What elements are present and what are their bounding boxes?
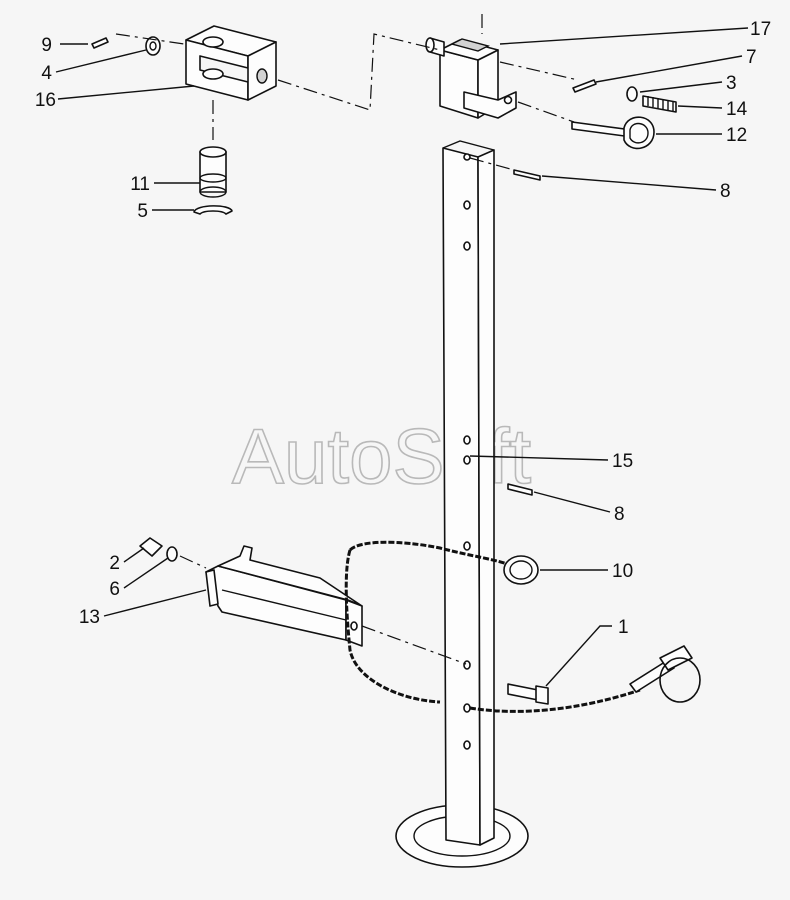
washer-3 bbox=[626, 86, 638, 102]
callout-12: 12 bbox=[726, 125, 747, 146]
callout-11: 11 bbox=[130, 174, 150, 195]
leader-7 bbox=[595, 55, 743, 83]
sleeve-stub-end bbox=[425, 37, 435, 53]
sleeve-ear-hole bbox=[503, 95, 513, 105]
quick-pin-ring bbox=[659, 657, 701, 703]
pin-11-top bbox=[199, 146, 227, 158]
bracket-hole bbox=[350, 621, 358, 631]
callout-7: 7 bbox=[746, 47, 757, 68]
post-hole bbox=[463, 541, 471, 551]
leader-15 bbox=[469, 455, 609, 461]
clevis-lower-hole bbox=[202, 68, 224, 80]
sleeve-opening bbox=[450, 38, 490, 52]
post-hole bbox=[463, 435, 471, 445]
washer-4 bbox=[145, 36, 161, 56]
chain-10 bbox=[344, 540, 539, 704]
axis-line bbox=[499, 61, 579, 81]
callout-8-upper: 8 bbox=[720, 181, 731, 202]
leader-1 bbox=[545, 625, 612, 687]
leader-13 bbox=[103, 589, 207, 617]
bolt-1-shank bbox=[507, 683, 539, 701]
axis-line bbox=[115, 33, 185, 45]
pin-11-bottom bbox=[199, 186, 227, 198]
pin-8-lower bbox=[507, 483, 533, 496]
callout-8-lower: 8 bbox=[614, 504, 625, 525]
leader-6 bbox=[123, 557, 169, 589]
clevis-block bbox=[185, 25, 277, 101]
washer-4-hole bbox=[149, 41, 157, 51]
post-hole bbox=[463, 153, 471, 161]
chain-left-run bbox=[344, 549, 441, 704]
callout-13: 13 bbox=[79, 607, 100, 628]
callout-3: 3 bbox=[726, 73, 737, 94]
post-hole bbox=[463, 200, 471, 210]
axis-line bbox=[361, 625, 467, 665]
post-hole bbox=[463, 241, 471, 251]
leader-16 bbox=[57, 85, 195, 100]
spring-14-coils bbox=[647, 96, 674, 111]
nut-2 bbox=[139, 537, 163, 557]
lock-pin-12-handle-inner bbox=[629, 122, 649, 144]
lock-pin-12-handle bbox=[623, 116, 655, 150]
axis-line bbox=[179, 555, 207, 569]
bracket-tab bbox=[205, 569, 219, 607]
leader-2 bbox=[123, 547, 145, 563]
chain-ring bbox=[503, 555, 539, 585]
callout-4: 4 bbox=[41, 63, 52, 84]
callout-9: 9 bbox=[41, 35, 52, 56]
axis-line bbox=[277, 33, 441, 111]
retaining-ring-5 bbox=[193, 205, 233, 215]
callout-6: 6 bbox=[109, 579, 120, 600]
post-side-face bbox=[477, 149, 495, 846]
leader-3 bbox=[639, 81, 723, 93]
callout-10: 10 bbox=[612, 561, 633, 582]
top-sleeve-bracket bbox=[425, 14, 517, 119]
callout-1: 1 bbox=[618, 617, 629, 638]
chain-upper-run bbox=[348, 540, 513, 568]
callout-15: 15 bbox=[612, 451, 633, 472]
support-post bbox=[395, 140, 529, 868]
bracket-crease bbox=[221, 589, 347, 621]
lock-pin-assembly bbox=[469, 61, 677, 496]
post-top-edge bbox=[442, 140, 495, 151]
callout-14: 14 bbox=[726, 99, 748, 120]
leader-8a bbox=[541, 175, 717, 191]
small-pin-9-washer-4 bbox=[91, 33, 185, 56]
leader-lines bbox=[55, 27, 749, 687]
post-hole bbox=[463, 455, 471, 465]
pin-chain-run bbox=[469, 688, 641, 713]
callout-16: 16 bbox=[35, 90, 56, 111]
pin-7 bbox=[572, 79, 597, 93]
clevis-top-hole bbox=[202, 36, 224, 48]
post-front-face bbox=[442, 147, 481, 846]
axis-line bbox=[517, 101, 575, 123]
holder-bracket-13 bbox=[139, 537, 467, 665]
pin-and-ring bbox=[193, 100, 233, 215]
pin-11-groove bbox=[199, 173, 227, 183]
pin-11-body bbox=[199, 151, 227, 193]
clevis-side-hole bbox=[256, 68, 268, 84]
leader-8b bbox=[533, 491, 611, 513]
post-hole bbox=[463, 660, 471, 670]
sleeve-ear bbox=[463, 91, 517, 119]
lock-pin-12-shaft bbox=[571, 121, 633, 138]
post-hole bbox=[463, 703, 471, 713]
axis-line bbox=[469, 157, 515, 171]
bolt-and-quick-pin bbox=[469, 645, 701, 713]
leader-17 bbox=[499, 27, 749, 45]
pin-9 bbox=[91, 37, 109, 49]
callout-5: 5 bbox=[137, 201, 148, 222]
bolt-1-head bbox=[535, 685, 549, 705]
pin-8-upper bbox=[513, 169, 541, 181]
callout-17: 17 bbox=[750, 19, 771, 40]
callout-2: 2 bbox=[109, 553, 120, 574]
leader-4 bbox=[55, 49, 147, 73]
washer-6 bbox=[166, 546, 178, 562]
leader-14 bbox=[677, 105, 723, 109]
callout-labels: 9 4 16 11 5 17 7 3 14 12 8 15 8 10 1 2 6… bbox=[35, 19, 771, 638]
post-hole bbox=[463, 740, 471, 750]
chain-ring-inner bbox=[509, 560, 533, 580]
